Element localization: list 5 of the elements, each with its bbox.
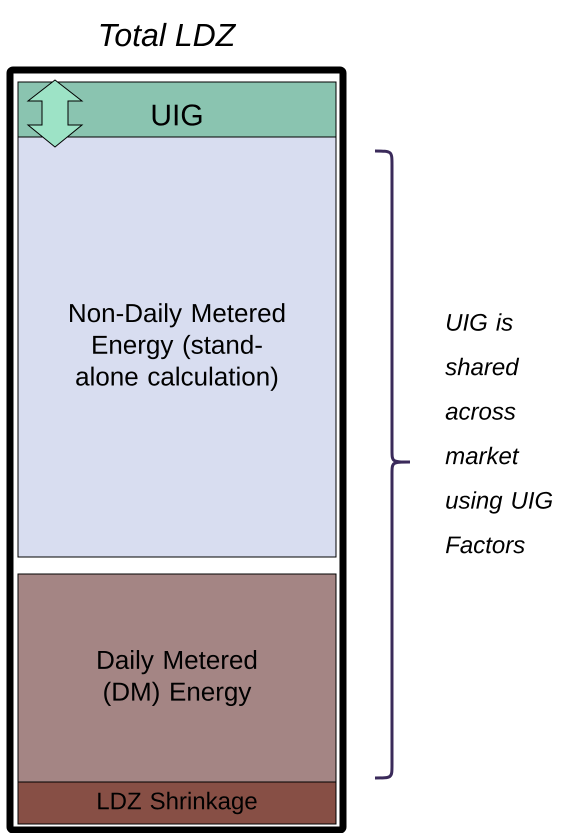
band: Daily Metered (DM) Energy xyxy=(18,574,336,782)
side-note: UIG is shared across market using UIG Factors xyxy=(445,313,552,554)
band: LDZ Shrinkage xyxy=(18,782,336,824)
node-label: Total LDZ xyxy=(100,22,236,46)
band: Non-Daily Metered Energy (stand-alone calculation) xyxy=(18,136,336,558)
